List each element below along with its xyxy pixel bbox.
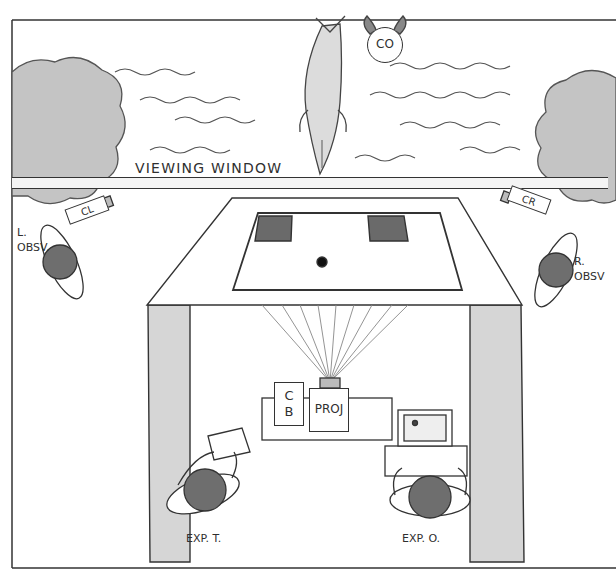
person-label: EXP. T.	[186, 532, 256, 547]
projection-rays-part	[318, 305, 330, 382]
water-waves-part	[400, 122, 500, 128]
person-label: L. OBSV.	[17, 226, 61, 256]
water-waves-part	[460, 147, 520, 153]
projection-rays-part	[300, 305, 330, 382]
dolphin-part	[338, 110, 346, 132]
experimenter-o-part	[404, 415, 446, 441]
water-waves-part	[355, 155, 415, 161]
equipment-base	[262, 378, 392, 440]
node-label: CO	[376, 38, 394, 51]
node-label: CB	[284, 388, 294, 421]
dolphin-part	[305, 24, 341, 174]
projection-rays-part	[330, 305, 372, 382]
table-part	[148, 305, 190, 562]
camera-box: CL	[65, 195, 110, 224]
water-waves-part	[370, 92, 510, 98]
dolphin-part	[316, 16, 345, 32]
experimenter-o-part	[458, 468, 466, 495]
node-label: CR	[521, 192, 538, 207]
controller-box: CB	[274, 382, 304, 426]
frame	[12, 20, 616, 568]
node-label: VIEWING WINDOW	[135, 161, 282, 176]
table-part	[470, 305, 524, 562]
experimenter-o-part	[409, 476, 451, 518]
table-part	[317, 257, 327, 267]
experimenter-t-part	[232, 452, 237, 478]
co-circle: CO	[367, 27, 403, 63]
experimenter-t	[162, 428, 250, 522]
water-waves-part	[175, 117, 255, 123]
right-observer-part	[539, 253, 573, 287]
projection-rays-part	[330, 305, 392, 382]
person-label: R. OBSV	[574, 255, 616, 285]
projection-rays-part	[330, 305, 408, 382]
camera-box: CR	[507, 185, 552, 214]
experimenter-o-part	[398, 410, 452, 446]
dolphin-part	[321, 140, 322, 168]
projection-rays	[262, 305, 408, 382]
projection-rays-part	[262, 305, 330, 382]
table-part	[147, 198, 522, 305]
left-observer-part	[32, 220, 91, 304]
experimenter-t-part	[184, 469, 226, 511]
water-waves-part	[140, 97, 240, 103]
experimenter-t-part	[208, 428, 250, 460]
experimenter-o-part	[413, 421, 418, 426]
experimenter-o-part	[394, 468, 402, 495]
table	[147, 198, 524, 562]
dolphin	[300, 16, 347, 174]
projection-rays-part	[330, 305, 336, 382]
frame-part	[12, 19, 616, 21]
water-waves-part	[115, 69, 195, 75]
table-part	[255, 216, 292, 241]
equipment-base-part	[320, 378, 340, 388]
dolphin-part	[300, 110, 308, 132]
node-label: PROJ	[315, 403, 344, 416]
frame-part	[12, 567, 616, 569]
water-waves-part	[150, 147, 230, 153]
projector-box: PROJ	[309, 388, 349, 432]
person-label: EXP. O.	[402, 532, 472, 547]
node-label: CL	[79, 203, 95, 218]
table-part	[368, 216, 408, 241]
projection-rays-part	[282, 305, 330, 382]
water-waves-part	[390, 63, 510, 69]
table-part	[233, 213, 462, 290]
experimenter-t-part	[162, 466, 244, 522]
experimenter-o	[385, 410, 470, 518]
